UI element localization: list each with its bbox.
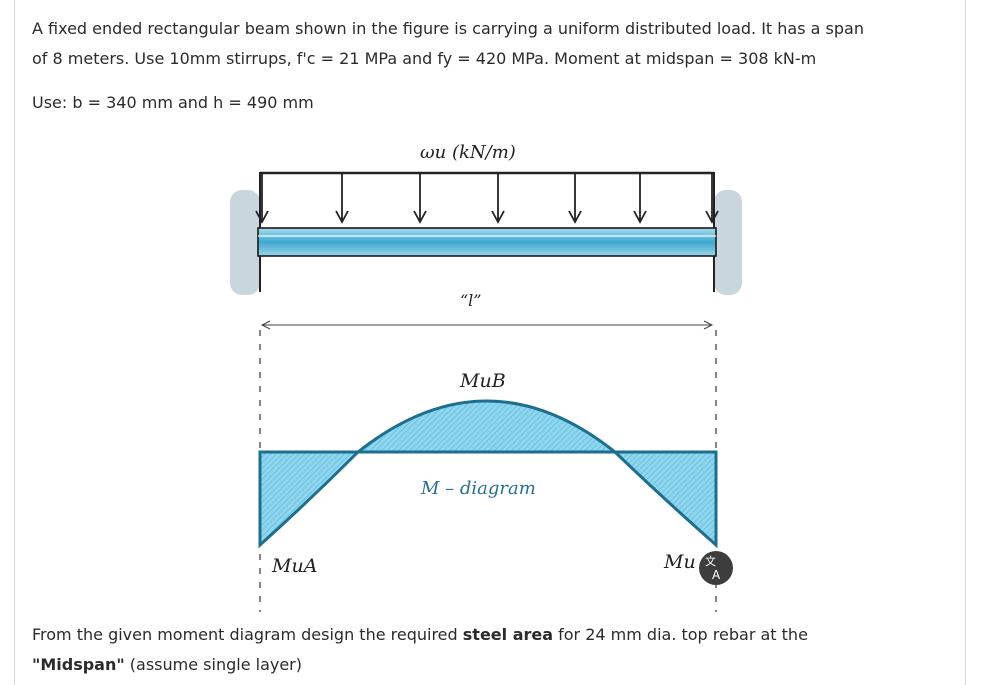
question-text: From the given moment diagram design the… <box>32 620 932 680</box>
svg-text:A: A <box>712 568 721 582</box>
given-dimensions: Use: b = 340 mm and h = 490 mm <box>32 93 314 112</box>
moment-lobe-positive <box>353 399 620 454</box>
moment-lobe-right <box>611 450 718 549</box>
problem-statement: A fixed ended rectangular beam shown in … <box>32 14 932 74</box>
content-frame <box>14 0 966 685</box>
left-support <box>230 190 260 295</box>
question-part-2: for 24 mm dia. top rebar at the <box>553 625 808 644</box>
question-line-1: From the given moment diagram design the… <box>32 620 932 650</box>
translate-icon[interactable]: 文 A <box>699 551 733 585</box>
question-bold-steel-area: steel area <box>462 625 554 644</box>
m-diagram-label: M – diagram <box>420 478 536 499</box>
question-line-2: "Midspan" (assume single layer) <box>32 650 932 680</box>
muc-label: Mu <box>663 551 696 573</box>
problem-line-2: of 8 meters. Use 10mm stirrups, f'c = 21… <box>32 49 817 68</box>
mua-label: MuA <box>271 555 317 577</box>
span-label: “l” <box>460 291 481 310</box>
svg-text:文: 文 <box>705 554 716 568</box>
mub-label: MuB <box>459 370 506 392</box>
problem-line-1: A fixed ended rectangular beam shown in … <box>32 19 864 38</box>
right-support <box>714 190 742 295</box>
question-part-1: From the given moment diagram design the… <box>32 625 463 644</box>
load-arrows <box>255 174 719 224</box>
moment-lobe-left <box>258 450 362 549</box>
load-label: ωu (kN/m) <box>420 142 516 163</box>
question-bold-midspan: "Midspan" <box>32 655 125 674</box>
question-part-3: (assume single layer) <box>124 655 302 674</box>
beam <box>257 227 717 257</box>
